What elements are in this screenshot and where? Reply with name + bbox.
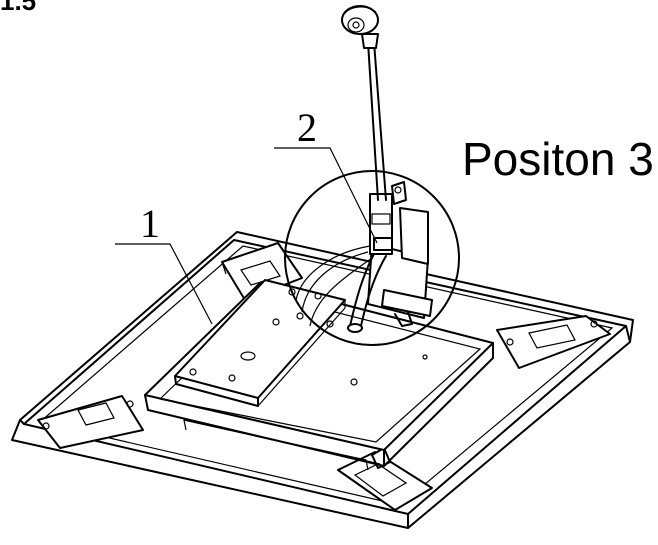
leader-line-1	[115, 243, 213, 325]
outer-frame	[11, 231, 634, 529]
section-number: 1.5	[0, 0, 37, 16]
detail-circle	[284, 170, 460, 346]
corner-pad-bottom-left	[37, 395, 144, 449]
callout-2: 2	[297, 105, 317, 150]
callout-1: 1	[140, 201, 160, 246]
leader-line-2	[274, 147, 378, 244]
corner-pad-right	[496, 315, 611, 369]
bracket-assembly	[288, 181, 433, 333]
position-label: Positon 3	[462, 133, 654, 185]
corner-pad-bottom	[337, 447, 433, 511]
corner-pad-top-left	[221, 242, 303, 301]
indicator-pole	[341, 5, 387, 201]
